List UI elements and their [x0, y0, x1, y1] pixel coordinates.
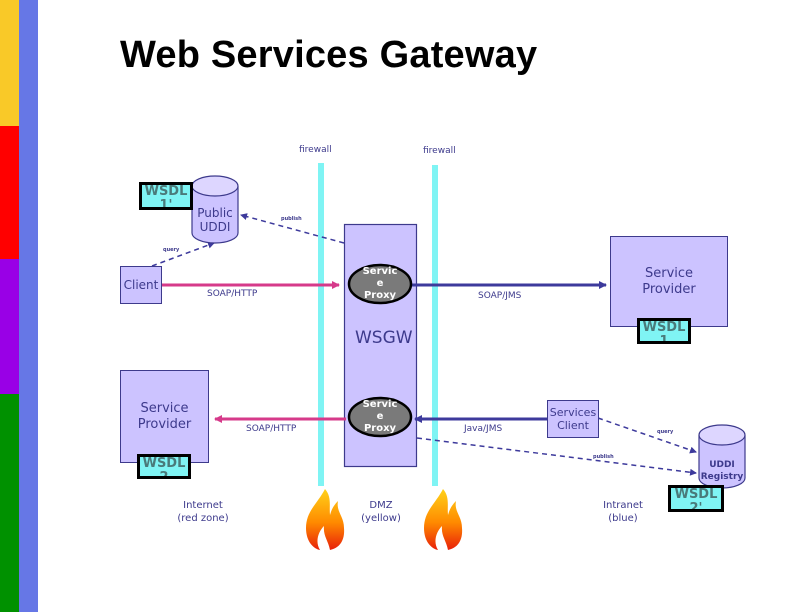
uddi-registry-cylinder[interactable]: [698, 424, 746, 489]
service-provider-left-box[interactable]: Service Provider: [120, 370, 209, 463]
flame-icon-1: [306, 489, 345, 550]
publish-label-bottom: publish: [593, 454, 614, 460]
service-provider-left-line2: Provider: [137, 416, 192, 432]
publish-label-top: publish: [281, 216, 302, 222]
proxy-top-line2: e: [376, 278, 384, 289]
wsdl-2-prime-badge[interactable]: WSDL 2': [668, 485, 724, 512]
stripe-purple: [0, 259, 19, 394]
wsdl-2-line1: WSDL: [142, 456, 186, 471]
proxy-top-line3: Proxy: [363, 290, 397, 301]
stripe-green: [0, 394, 19, 612]
proxy-bottom-line3: Proxy: [363, 423, 397, 434]
wsdl-2-prime-line1: WSDL: [674, 487, 718, 502]
wsdl-1-line2: 1: [659, 334, 669, 344]
services-client-box[interactable]: Services Client: [547, 400, 599, 438]
wsdl-2-line2: 2: [159, 470, 169, 479]
firewall-bar-2: [432, 165, 438, 486]
publish-connector-bottom: [416, 437, 697, 476]
public-uddi-cylinder[interactable]: [191, 175, 239, 244]
query-connector-bottom: [597, 417, 697, 454]
client-box[interactable]: Client: [120, 266, 162, 304]
firewall-label-1: firewall: [299, 145, 332, 155]
query-label-bottom: query: [657, 429, 674, 435]
query-connector-top: [151, 241, 215, 267]
zone-dmz-line1: DMZ: [369, 500, 393, 511]
proxy-bottom-line2: e: [376, 411, 384, 422]
wsgw-label: WSGW: [355, 328, 413, 348]
uddi-registry-line2: Registry: [700, 472, 744, 482]
service-provider-right-box[interactable]: Service Provider: [610, 236, 728, 327]
public-uddi-line2: UDDI: [199, 220, 231, 234]
proxy-top-line1: Servic: [362, 266, 398, 277]
service-provider-right-line2: Provider: [642, 281, 696, 297]
soap-http-label-bottom: SOAP/HTTP: [246, 424, 297, 434]
uddi-registry-line1: UDDI: [709, 460, 735, 470]
side-bar: [19, 0, 38, 612]
wsdl-2-badge[interactable]: WSDL 2: [137, 454, 191, 479]
zone-intranet-line1: Intranet: [603, 500, 643, 511]
soap-jms-label: SOAP/JMS: [478, 291, 522, 301]
service-provider-right-line1: Service: [644, 265, 694, 281]
wsdl-1-prime-line1: WSDL: [144, 184, 188, 199]
public-uddi-line1: Public: [197, 206, 233, 220]
wsdl-1-prime-badge[interactable]: WSDL 1': [139, 182, 193, 210]
wsdl-1-line1: WSDL: [642, 320, 686, 335]
service-proxy-top-label: Servic e Proxy: [357, 266, 403, 302]
zone-dmz-line2: (yellow): [361, 513, 401, 524]
services-client-line2: Client: [557, 419, 589, 432]
zone-intranet-line2: (blue): [608, 513, 638, 524]
wsdl-2-prime-line2: 2': [689, 501, 703, 512]
wsdl-1-prime-line2: 1': [159, 198, 173, 210]
soap-http-label-top: SOAP/HTTP: [207, 289, 258, 299]
service-proxy-bottom[interactable]: [347, 396, 413, 438]
zone-internet-label: Internet (red zone): [168, 499, 238, 525]
zone-internet-line1: Internet: [183, 500, 223, 511]
client-label: Client: [123, 278, 159, 292]
uddi-registry-label: UDDI Registry: [699, 459, 745, 483]
zone-intranet-label: Intranet (blue): [592, 499, 654, 525]
zone-internet-line2: (red zone): [177, 513, 229, 524]
service-provider-left-line1: Service: [140, 400, 189, 416]
service-proxy-top[interactable]: [347, 263, 413, 305]
flame-icon-2: [424, 489, 463, 550]
services-client-line1: Services: [549, 406, 597, 419]
service-proxy-bottom-label: Servic e Proxy: [357, 399, 403, 435]
stripe-red: [0, 126, 19, 259]
query-label-top: query: [163, 247, 180, 253]
firewall-bar-1: [318, 163, 324, 486]
zone-dmz-label: DMZ (yellow): [350, 499, 412, 525]
wsdl-1-badge[interactable]: WSDL 1: [637, 318, 691, 344]
public-uddi-label: Public UDDI: [192, 206, 238, 234]
slide-title: Web Services Gateway: [120, 34, 538, 76]
firewall-label-2: firewall: [423, 146, 456, 156]
proxy-bottom-line1: Servic: [362, 399, 398, 410]
java-jms-label: Java/JMS: [464, 424, 503, 434]
stripe-yellow: [0, 0, 19, 126]
